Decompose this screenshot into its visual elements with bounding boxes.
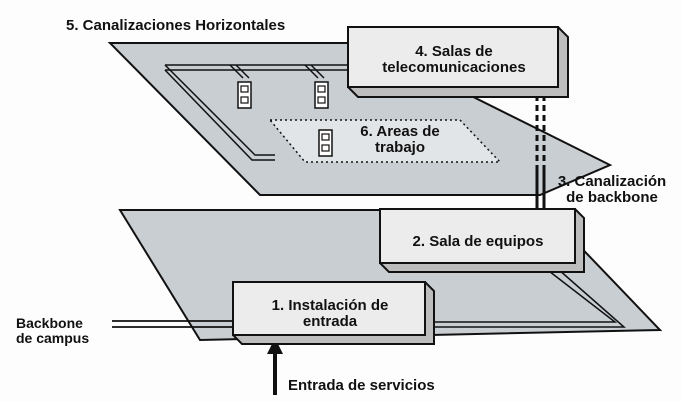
work-area-label-line2: trabajo (374, 138, 425, 156)
services-arrow (267, 338, 283, 395)
backbone-pathway-label-line2: de backbone (566, 188, 658, 206)
campus-backbone-label-line1: Backbone (16, 315, 83, 331)
equipment-room-label: 2. Sala de equipos (412, 233, 544, 250)
entrance-facility-box (232, 281, 435, 345)
outlet-icon (237, 81, 252, 109)
entrance-facility-label-line2: entrada (302, 312, 358, 330)
work-area-label-line1: 6. Areas de (360, 123, 440, 140)
telecom-room-box (347, 26, 569, 98)
campus-backbone-label-line2: de campus (16, 329, 90, 346)
lower-floor-cabling (430, 261, 626, 328)
equipment-room-box (379, 208, 585, 273)
service-entrance-label: Entrada de servicios (288, 377, 435, 394)
horizontal-cabling-label: 5. Canalizaciones Horizontales (66, 17, 286, 34)
entrance-facility-label: 1. Instalación de entrada (236, 298, 424, 330)
campus-backbone-label: Backbone de campus (16, 316, 89, 345)
horizontal-cabling (164, 64, 355, 161)
telecom-room-label-line2: telecomunicaciones (382, 58, 526, 76)
backbone-pathway-label: 3. Canalización de backbone (548, 174, 676, 206)
campus-backbone-line (112, 320, 236, 328)
outlet-icon (314, 81, 329, 109)
telecom-room-label: 4. Salas de telecomunicaciones (352, 44, 556, 76)
backbone-pathway-label-line1: 3. Canalización (557, 173, 667, 190)
entrance-facility-label-line1: 1. Instalación de (271, 297, 389, 314)
telecom-room-label-line1: 4. Salas de (415, 43, 493, 60)
backbone-riser (535, 95, 546, 215)
outlet-icon (318, 129, 333, 157)
work-area-label: 6. Areas de trabajo (330, 124, 470, 156)
